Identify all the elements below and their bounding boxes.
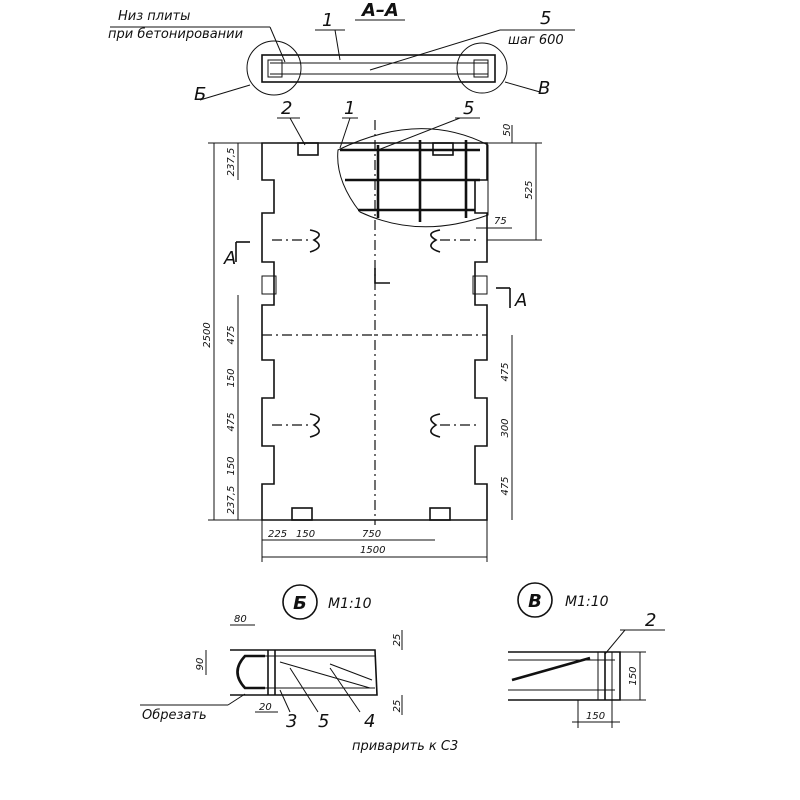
dim-525: 525 <box>524 180 535 199</box>
cut-label-right: А <box>514 290 527 311</box>
detail-b: Б М1:10 80 90 25 25 20 Обрезать 3 5 4 пр… <box>140 584 458 754</box>
callout-3: 3 <box>286 711 297 732</box>
callout-1-top: 1 <box>322 10 333 31</box>
section-end-loop-right <box>473 59 489 78</box>
detail-b-loop <box>236 654 265 690</box>
callout-1-plan-leader <box>339 117 351 149</box>
note-weld: приварить к С3 <box>352 739 458 754</box>
section-a-a: Б В Низ плиты при бетонировании 1 A–A 5 … <box>108 0 575 105</box>
callout-5-detail: 5 <box>318 711 329 732</box>
leader-b <box>199 84 251 101</box>
mesh-cutout <box>337 128 489 228</box>
detail-b-marker-circle <box>246 40 302 96</box>
dim-overall-width: 1500 <box>360 545 385 556</box>
plan-center-mark <box>374 268 390 284</box>
dim-475-left-a: 475 <box>226 325 237 344</box>
plate-bottom-right <box>429 507 451 521</box>
callout-3-leader <box>279 689 291 713</box>
callout-5-top-leader <box>369 29 501 71</box>
lifting-loop-bottom-left <box>309 413 320 438</box>
callout-4: 4 <box>364 711 375 732</box>
dim-475-left-b: 475 <box>226 412 237 431</box>
plate-right-mid <box>472 275 488 295</box>
dim-475-right-b: 475 <box>500 476 511 495</box>
dim-overall-length: 2500 <box>202 322 213 347</box>
lifting-loop-bottom-right <box>430 413 441 438</box>
detail-v-slab <box>508 651 621 701</box>
cut-label-left: А <box>223 248 236 269</box>
note-pitch: шаг 600 <box>508 33 564 48</box>
dim-20: 20 <box>259 702 272 713</box>
leader-v <box>504 81 541 93</box>
detail-b-title: Б <box>293 593 307 614</box>
note-trim-leader <box>227 693 246 706</box>
dim-225: 225 <box>268 529 287 540</box>
detail-b-diagonal-2 <box>329 663 373 681</box>
detail-v-marker-circle <box>456 42 508 94</box>
dim-2375-bottom: 237,5 <box>226 486 237 515</box>
detail-b-title-circle <box>282 584 318 620</box>
callout-5-detail-leader <box>289 667 319 713</box>
dim-90: 90 <box>195 658 206 671</box>
dim-25-top: 25 <box>392 634 403 647</box>
dim-2375-top: 237,5 <box>226 148 237 177</box>
dim-150-left-b: 150 <box>226 456 237 475</box>
lifting-loop-top-left <box>309 229 320 253</box>
section-outline <box>261 54 496 83</box>
plate-bottom-left <box>291 507 313 521</box>
callout-5-plan-leader <box>377 117 461 151</box>
dim-150-bottom: 150 <box>296 529 315 540</box>
callout-4-leader <box>329 667 361 713</box>
note-leader <box>269 26 286 63</box>
detail-v-title: В <box>528 591 542 612</box>
dim-75: 75 <box>494 216 507 227</box>
detail-v-diagonal <box>511 656 591 682</box>
callout-5-plan: 5 <box>463 98 474 119</box>
dim-750: 750 <box>362 529 381 540</box>
dim-300: 300 <box>500 418 511 437</box>
dim-150-v-horizontal: 150 <box>586 711 605 722</box>
detail-v: В М1:10 2 150 150 <box>508 582 665 728</box>
detail-v-title-circle <box>517 582 553 618</box>
section-title: A–A <box>360 0 399 21</box>
note-slab-bottom-1: Низ плиты <box>118 9 190 24</box>
plate-top-left <box>297 142 319 156</box>
plan-view: 2 1 5 А А 2500 237,5 475 150 475 150 237… <box>202 98 542 562</box>
lifting-loop-top-right <box>430 229 441 253</box>
dim-50: 50 <box>502 124 513 137</box>
callout-b: Б <box>194 84 206 105</box>
plate-left-mid <box>261 275 277 295</box>
dim-25-bottom: 25 <box>392 700 403 713</box>
callout-2-plan-leader <box>289 117 306 146</box>
callout-v: В <box>538 78 550 99</box>
section-end-loop-left <box>267 59 283 78</box>
callout-2-detail-leader <box>604 629 626 655</box>
callout-2-plan: 2 <box>281 98 292 119</box>
dim-475-right-a: 475 <box>500 362 511 381</box>
callout-1-top-leader <box>334 29 341 61</box>
note-trim: Обрезать <box>142 708 207 723</box>
note-slab-bottom-2: при бетонировании <box>108 27 243 42</box>
detail-b-diagonal <box>279 661 371 689</box>
detail-b-slab <box>230 649 378 696</box>
dim-150-v-vertical: 150 <box>628 666 639 685</box>
detail-b-scale: М1:10 <box>328 596 372 612</box>
dim-80: 80 <box>234 614 247 625</box>
dim-150-left-a: 150 <box>226 368 237 387</box>
callout-5-top: 5 <box>540 8 551 29</box>
detail-v-scale: М1:10 <box>565 594 609 610</box>
callout-2-detail: 2 <box>645 610 656 631</box>
callout-1-plan: 1 <box>344 98 355 119</box>
